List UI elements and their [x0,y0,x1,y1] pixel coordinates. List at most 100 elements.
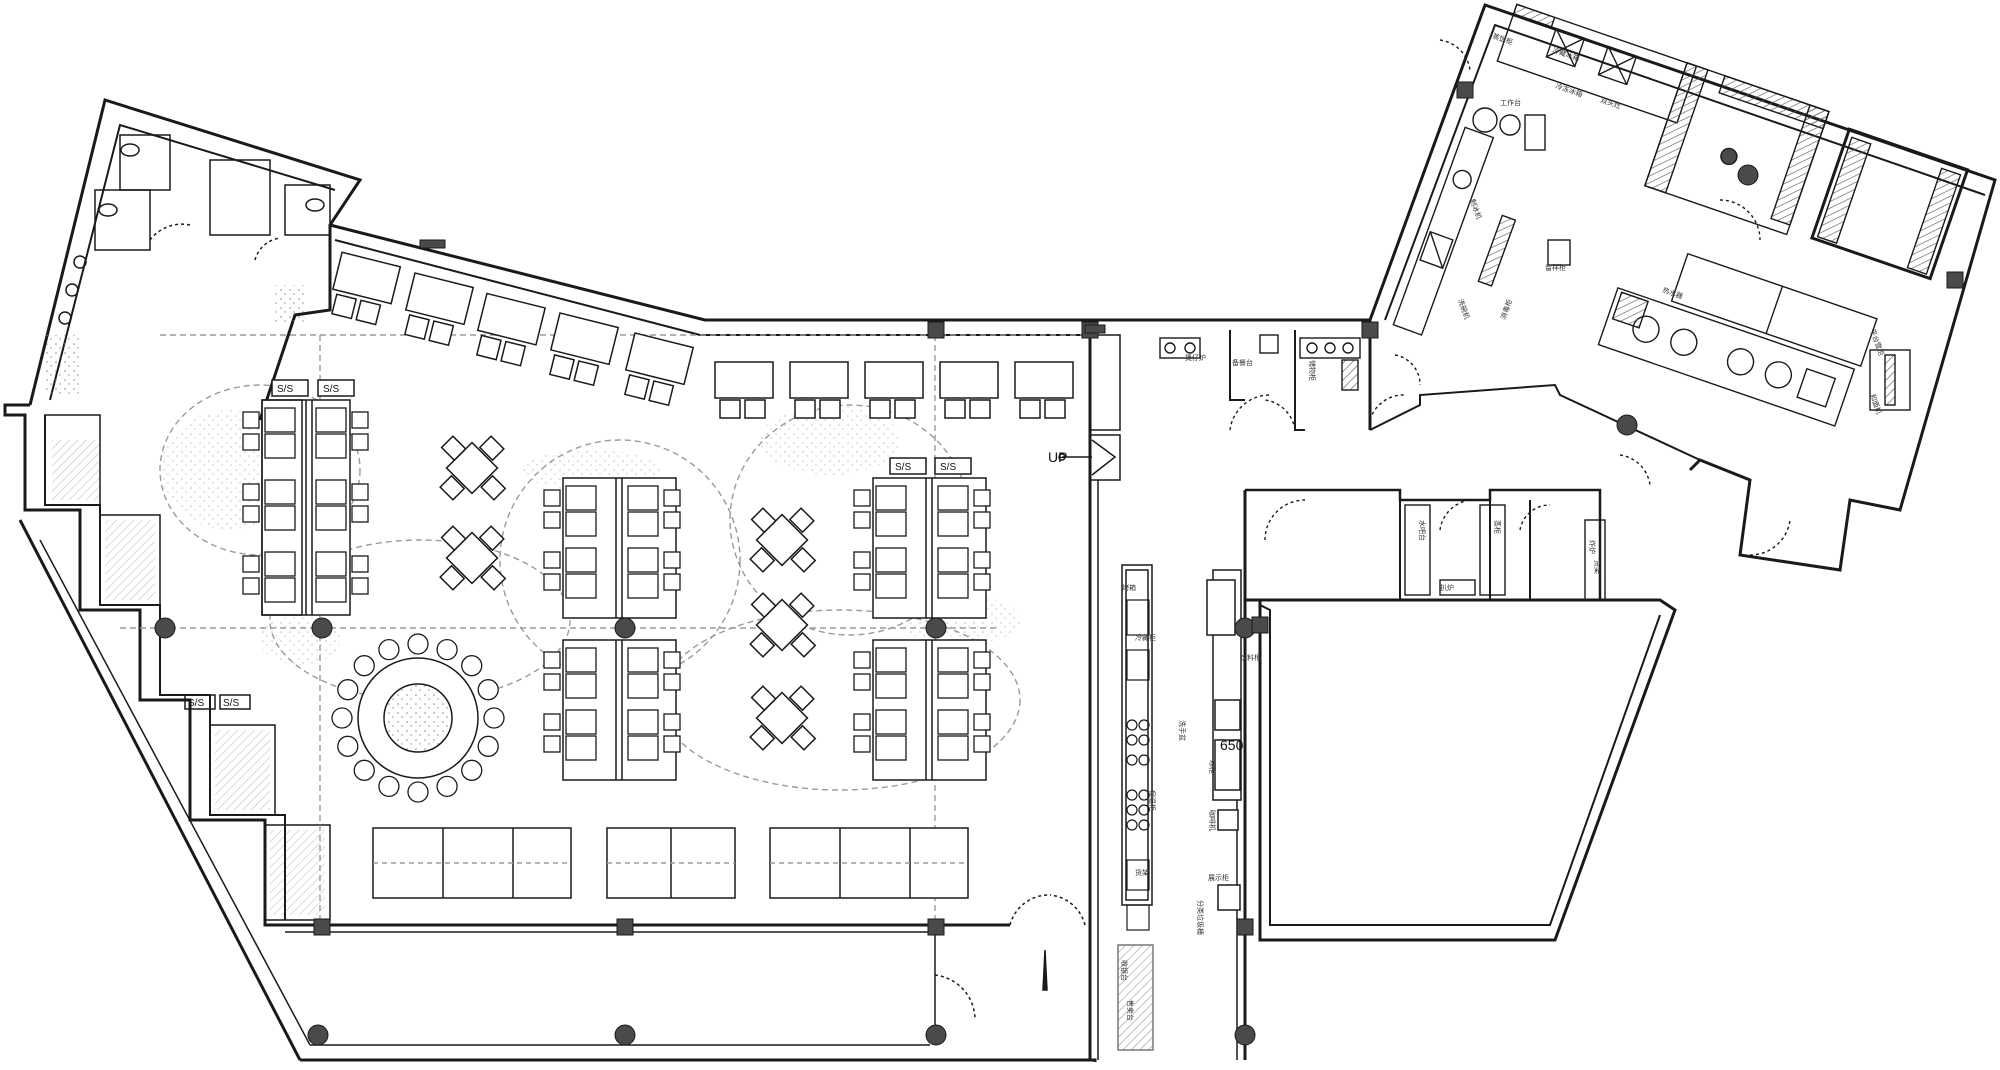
shelf-hatch [1884,354,1896,406]
equipment-label: 储物柜 [1308,360,1317,381]
corridor-burners [1126,599,1150,931]
table-icon [624,332,695,386]
chair-icon [242,411,260,429]
booth-seat [565,647,597,673]
chair-icon [461,759,483,781]
toilet-floor-stipple [45,335,80,395]
ss-label: S/S [895,462,911,473]
equipment-label: 展示柜 [1208,873,1229,882]
column-icon [1361,321,1379,339]
booth-block-a-left [261,399,303,616]
chair-icon [242,433,260,451]
chair-icon [853,713,871,731]
burner [1324,342,1336,354]
equipment-label: 平台雪柜 [1868,328,1886,357]
stair-label: UP [1048,449,1067,465]
booth-seat [875,485,907,511]
booth-seat [937,673,969,699]
chair-icon [663,551,681,569]
prep-counter [1392,126,1495,336]
column-icon [154,617,176,639]
booth-seat [627,511,659,537]
ss-label-box [934,457,972,475]
equipment-label: 饮料柜 [1240,653,1261,662]
booth-seat [315,551,347,577]
chair-icon [428,320,455,347]
stove-icon [1126,734,1138,746]
door-swing-icon [1394,354,1421,386]
west-stepped-facade [3,403,310,927]
cabinet-box [1126,904,1150,931]
column-icon [614,1024,636,1046]
chair-icon [750,685,777,712]
shelf-hatch [1341,359,1359,391]
column-icon [925,617,947,639]
entrance-area [934,334,1121,1045]
chair-icon [543,673,561,691]
column-icon [927,321,945,339]
service-block-north-wall [1095,318,1372,430]
door-swing-icon [1519,504,1551,531]
booth-seat [627,485,659,511]
booth-seat [315,407,347,433]
stove-icon [1126,804,1138,816]
chair-icon [440,435,467,462]
shelf-hatch [1816,136,1872,245]
corridor-counter [1089,334,1121,431]
chair-icon [663,573,681,591]
wall-pier [419,239,446,249]
chair-icon [973,551,991,569]
wall-pier [1084,324,1106,334]
stair-arrow [1091,439,1117,476]
chair-icon [351,483,369,501]
booth-seat [565,709,597,735]
chair-icon [475,334,502,361]
equipment-label: 收银台 [1120,960,1129,981]
equipment-label: 洗手盆 [1178,720,1187,741]
storage-rooms [1264,499,1606,601]
booth-seat [627,573,659,599]
chair-icon [353,759,375,781]
south-long-tables [372,827,969,899]
equipment-labels: 冷藏冰箱冷冻冰箱双头灶蒸饭柜工作台洗碗机制冰机消毒柜留样柜和面机平台雪柜热水器烤… [1120,31,1886,1021]
cabinet-box [1214,699,1241,731]
column-icon [1251,616,1269,634]
chair-icon [663,489,681,507]
chair-icon [973,651,991,669]
booth-seat [937,735,969,761]
chair-icon [788,685,815,712]
door-swing-icon [1749,519,1791,556]
table-group [439,525,507,591]
round-table-group [357,657,479,779]
stove-icon [1764,361,1793,389]
booth [209,724,276,816]
booth-chairs [242,407,991,761]
equipment-label: 煲仔炉 [1185,353,1206,362]
stair-arrow-tail [1058,453,1066,461]
chair-icon [750,507,777,534]
chair-icon [663,511,681,529]
booth-hatch [105,520,155,600]
booth-seat [937,547,969,573]
table-group [749,507,817,573]
table-group [403,272,475,347]
chair-icon [794,399,816,419]
chair-icon [663,651,681,669]
chair-icon [790,546,817,573]
door-swing-icon [254,237,281,261]
shelf-hatch [1477,214,1517,287]
equipment-box [1524,114,1546,151]
table-icon [331,251,402,305]
booth-seat [875,673,907,699]
chair-icon [790,724,817,751]
chair-icon [543,511,561,529]
service-block-wall-2 [1229,330,1245,401]
sink-icon [65,283,79,297]
equipment-label: 货架 [1593,560,1602,574]
shelf-hatch [1770,104,1830,226]
chair-icon [749,546,776,573]
ss-label: S/S [940,462,956,473]
stove-icon [1138,804,1150,816]
chair-icon [351,577,369,595]
column-icon [925,1024,947,1046]
